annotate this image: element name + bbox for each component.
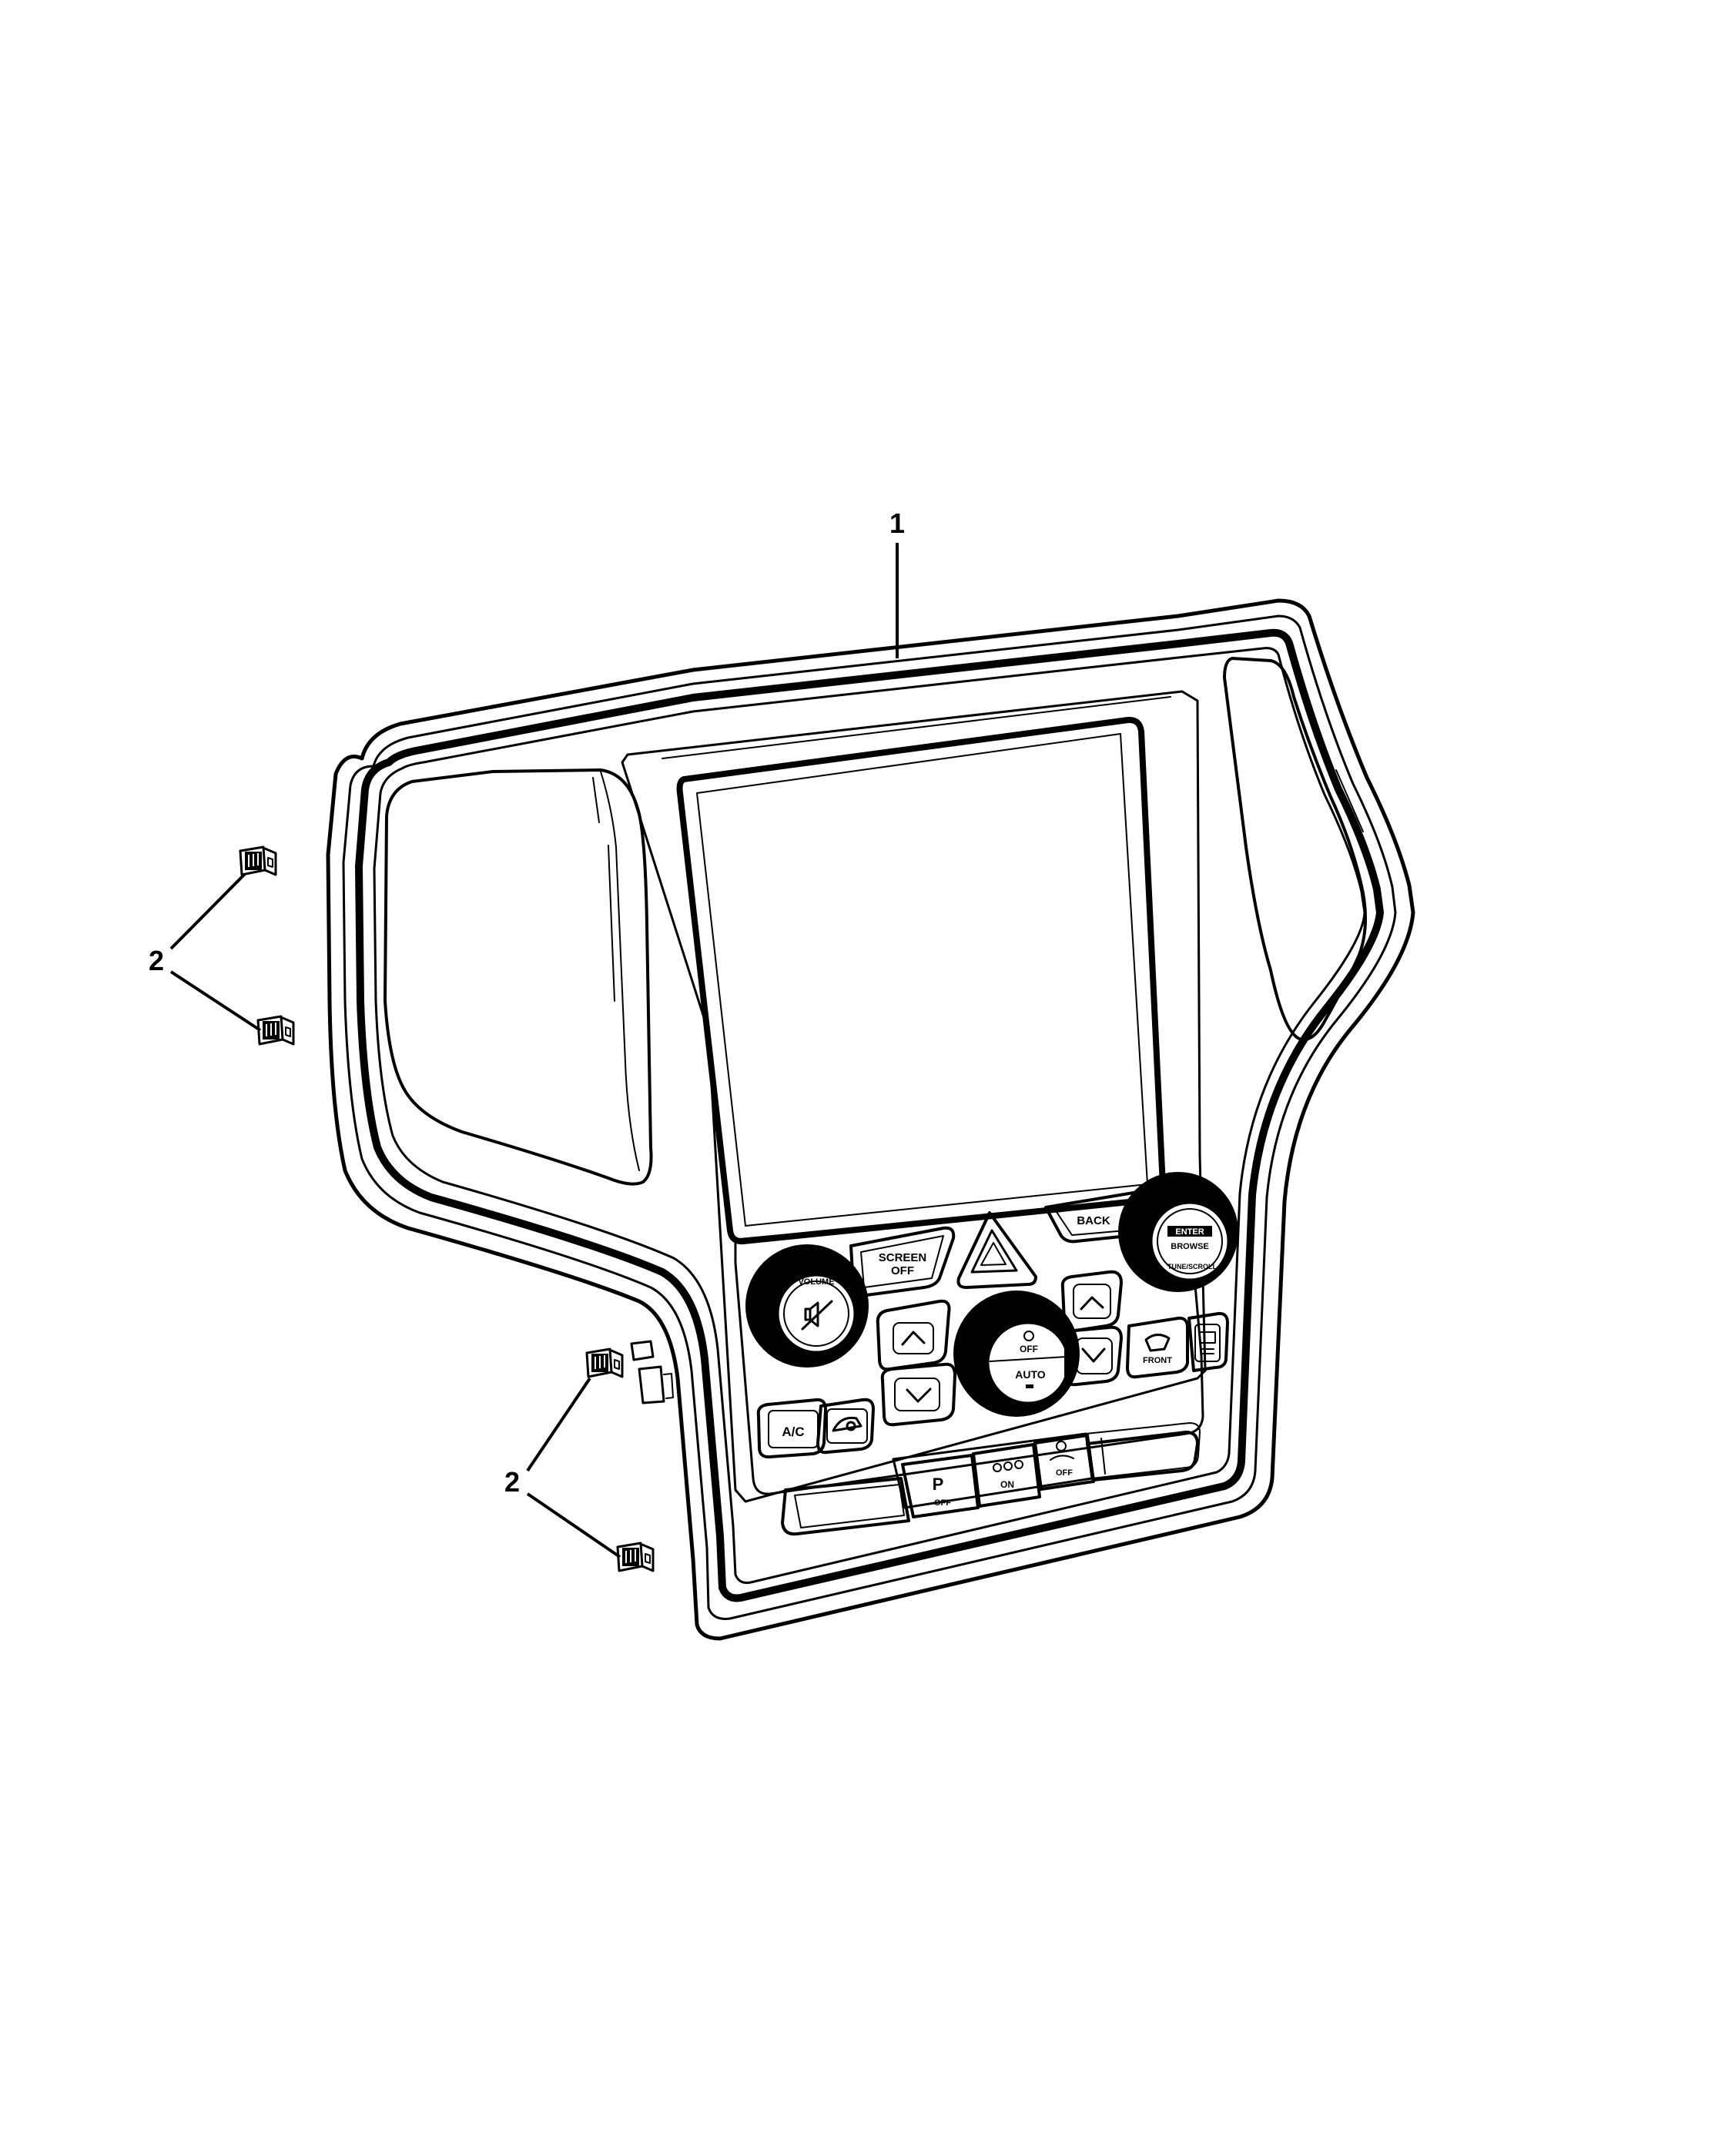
fog-on-label: ON xyxy=(1000,1479,1014,1490)
ac-button[interactable]: A/C xyxy=(756,1398,827,1459)
tune-knob[interactable]: ENTER BROWSE TUNE/SCROLL xyxy=(1118,1172,1238,1292)
recirculation-button[interactable] xyxy=(816,1398,875,1455)
temp-left-down-button[interactable] xyxy=(880,1362,956,1427)
back-label: BACK xyxy=(1077,1214,1110,1227)
instrument-panel-bezel xyxy=(326,598,1415,1641)
temp-left-up-button[interactable] xyxy=(876,1299,951,1371)
chevron-up-icon xyxy=(1080,1296,1104,1311)
back-button[interactable]: BACK xyxy=(1044,1190,1148,1244)
retainer-clip xyxy=(585,1348,624,1378)
fan-icon xyxy=(1023,1331,1034,1341)
esc-off-label: OFF xyxy=(1056,1468,1073,1478)
chevron-down-icon xyxy=(1081,1348,1106,1363)
volume-label: VOLUME xyxy=(798,1277,834,1287)
stability-control-icon xyxy=(1050,1441,1074,1461)
callout-1: 1 xyxy=(889,507,905,539)
front-label: FRONT xyxy=(1143,1356,1172,1365)
touchscreen-display xyxy=(676,716,1167,1245)
defrost-icon xyxy=(1144,1334,1171,1352)
recirculation-icon xyxy=(832,1416,862,1432)
callout-2-upper: 2 xyxy=(149,945,164,976)
temp-right-up-button[interactable] xyxy=(1060,1270,1123,1333)
browse-label: BROWSE xyxy=(1171,1242,1209,1251)
park-assist-button[interactable]: P OFF xyxy=(901,1454,980,1518)
rear-defrost-button[interactable] xyxy=(1187,1311,1229,1372)
speaker-mute-icon xyxy=(801,1300,833,1331)
enter-label: ENTER xyxy=(1175,1227,1204,1237)
fan-off-label: OFF xyxy=(1020,1344,1038,1354)
screen-label: SCREEN xyxy=(879,1251,927,1264)
park-off-label: OFF xyxy=(934,1498,951,1508)
tune-scroll-label: TUNE/SCROLL xyxy=(1167,1263,1218,1270)
volume-knob[interactable]: VOLUME xyxy=(745,1244,869,1368)
esc-off-button[interactable]: OFF xyxy=(1033,1434,1095,1491)
screen-off-label: OFF xyxy=(891,1264,914,1277)
chevron-up-icon xyxy=(901,1331,926,1346)
leader-lines xyxy=(169,543,899,1558)
retainer-clip xyxy=(239,845,277,876)
callout-2-lower: 2 xyxy=(504,1466,520,1498)
hvac-radio-controls: VOLUME ENTER BROWSE TUNE/SCROLL SCREEN O… xyxy=(745,1172,1238,1536)
temp-right-down-button[interactable] xyxy=(1063,1325,1123,1387)
park-icon: P xyxy=(933,1475,944,1494)
fan-auto-knob[interactable]: OFF AUTO xyxy=(953,1291,1080,1417)
ac-label: A/C xyxy=(782,1424,804,1439)
hazard-triangle-icon xyxy=(980,1242,1007,1266)
retainer-clip xyxy=(256,1015,295,1046)
fog-lamps-button[interactable]: ON xyxy=(972,1443,1041,1508)
auto-label: AUTO xyxy=(1015,1368,1046,1381)
lower-storage-slot xyxy=(781,1431,1199,1536)
screen-off-button[interactable]: SCREEN OFF xyxy=(849,1226,956,1297)
hazard-button[interactable] xyxy=(956,1211,1037,1289)
retainer-clip xyxy=(616,1542,655,1572)
rear-defrost-icon xyxy=(1199,1331,1216,1354)
chevron-down-icon xyxy=(906,1388,932,1403)
front-defrost-button[interactable]: FRONT xyxy=(1126,1316,1189,1379)
fog-lamp-icon xyxy=(993,1460,1023,1472)
